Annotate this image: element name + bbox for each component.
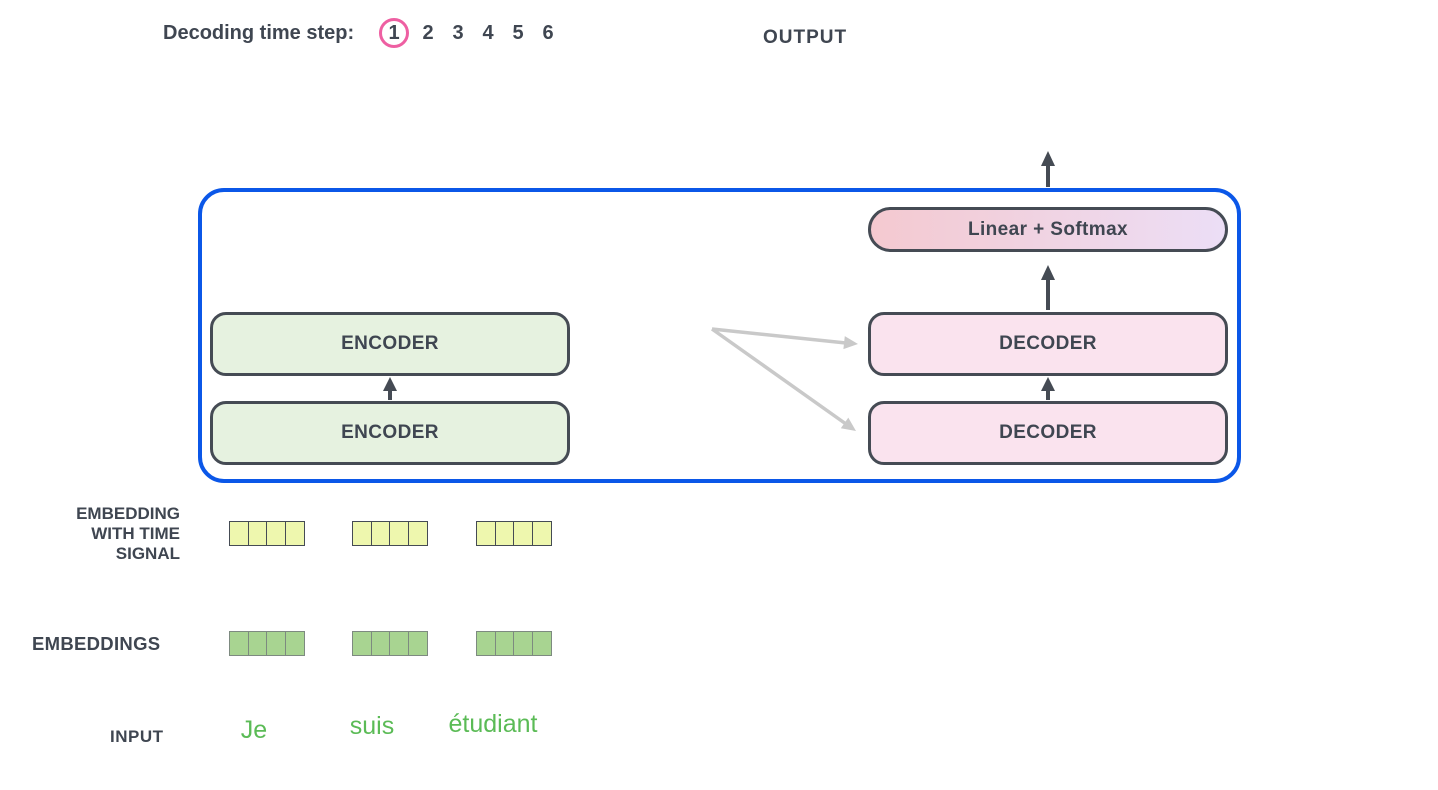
decoder-block-bottom: DECODER <box>868 401 1228 465</box>
arrow-to-output <box>1041 151 1055 187</box>
time-signal-cells-word3 <box>476 521 552 546</box>
embedding-cell <box>370 521 391 546</box>
input-label: INPUT <box>110 727 164 746</box>
embedding-cell <box>247 631 268 656</box>
time-step-6[interactable]: 6 <box>542 21 554 44</box>
embedding-cell <box>494 631 515 656</box>
output-label: OUTPUT <box>763 27 848 48</box>
embedding-cell <box>389 631 409 656</box>
embedding-cell <box>476 521 496 546</box>
embedding-cells-word1 <box>229 631 305 656</box>
input-word-suis: suis <box>349 712 395 740</box>
encoder-block-top: ENCODER <box>210 312 570 376</box>
time-signal-cells-word1 <box>229 521 305 546</box>
embedding-cell <box>531 631 552 656</box>
time-step-1-number: 1 <box>388 21 400 44</box>
embedding-cell <box>407 631 428 656</box>
embedding-cell <box>266 631 286 656</box>
embedding-cell <box>513 521 533 546</box>
embedding-cell <box>494 521 515 546</box>
embedding-cell <box>284 521 305 546</box>
embedding-cell <box>352 521 372 546</box>
embedding-cell <box>389 521 409 546</box>
embedding-cell <box>513 631 533 656</box>
linear-softmax-block: Linear + Softmax <box>868 207 1228 252</box>
time-step-2[interactable]: 2 <box>422 21 434 44</box>
embedding-cells-word2 <box>352 631 428 656</box>
input-word-je: Je <box>240 716 268 744</box>
decoder-block-top: DECODER <box>868 312 1228 376</box>
embedding-cell <box>531 521 552 546</box>
embedding-cells-word3 <box>476 631 552 656</box>
embedding-cell <box>229 631 249 656</box>
embedding-cell <box>229 521 249 546</box>
embedding-with-time-signal-label: EMBEDDING WITH TIME SIGNAL <box>76 504 180 563</box>
decoding-time-step-label: Decoding time step: <box>163 22 355 44</box>
transformer-container <box>198 188 1241 483</box>
time-signal-cells-word2 <box>352 521 428 546</box>
time-step-selector: 1 2 3 4 5 6 <box>379 18 567 48</box>
time-step-3[interactable]: 3 <box>452 21 464 44</box>
input-word-etudiant: étudiant <box>448 710 538 738</box>
time-step-1-active[interactable]: 1 <box>379 18 409 48</box>
embedding-cell <box>476 631 496 656</box>
embedding-cell <box>266 521 286 546</box>
embedding-cell <box>407 521 428 546</box>
time-step-5[interactable]: 5 <box>512 21 524 44</box>
embedding-cell <box>247 521 268 546</box>
time-step-4[interactable]: 4 <box>482 21 494 44</box>
encoder-block-bottom: ENCODER <box>210 401 570 465</box>
embeddings-label: EMBEDDINGS <box>32 633 161 654</box>
embedding-cell <box>352 631 372 656</box>
embedding-cell <box>370 631 391 656</box>
embedding-cell <box>284 631 305 656</box>
